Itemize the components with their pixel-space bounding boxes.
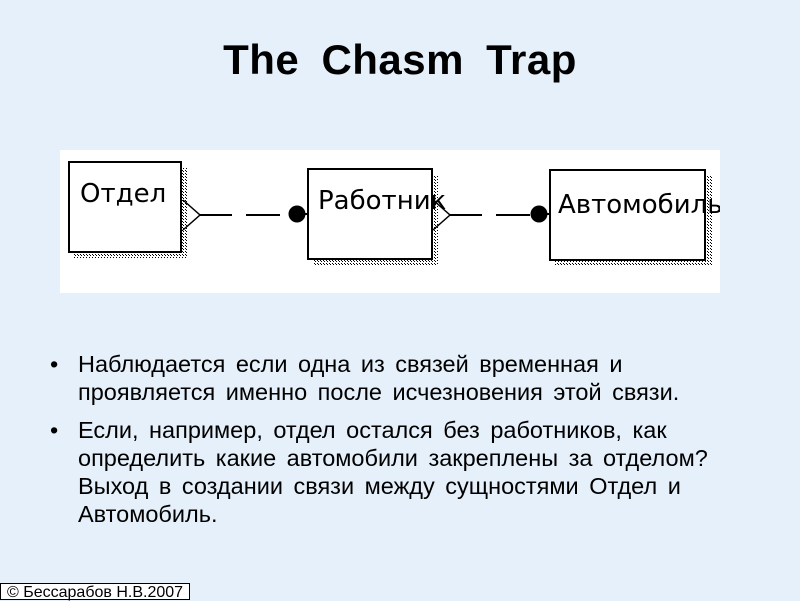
entity-avtomobil: Автомобиль: [549, 169, 720, 266]
entity-rabotnik: Работник: [307, 168, 446, 265]
slide-title: The Chasm Trap: [223, 36, 577, 83]
entity-avtomobil-label: Автомобиль: [558, 190, 720, 220]
bullet-list: Наблюдается если одна из связей временна…: [44, 350, 744, 538]
entity-otdel-box: [68, 161, 182, 253]
entity-rabotnik-label: Работник: [318, 186, 446, 216]
er-diagram-canvas: Отдел Работник Автомобиль: [68, 161, 720, 266]
bullet-item: Наблюдается если одна из связей временна…: [44, 350, 744, 406]
copyright-footer: © Бессарабов Н.В.2007: [0, 583, 191, 601]
bullet-item: Если, например, отдел остался без работн…: [44, 416, 744, 528]
er-diagram: Отдел Работник Автомобиль: [60, 150, 720, 293]
relationship-rabotnik-avtomobil: [432, 199, 550, 231]
entity-otdel: Отдел: [68, 161, 187, 258]
entity-avtomobil-box: [549, 169, 706, 261]
entity-otdel-label: Отдел: [80, 179, 166, 209]
relationship-otdel-rabotnik: [182, 199, 308, 231]
